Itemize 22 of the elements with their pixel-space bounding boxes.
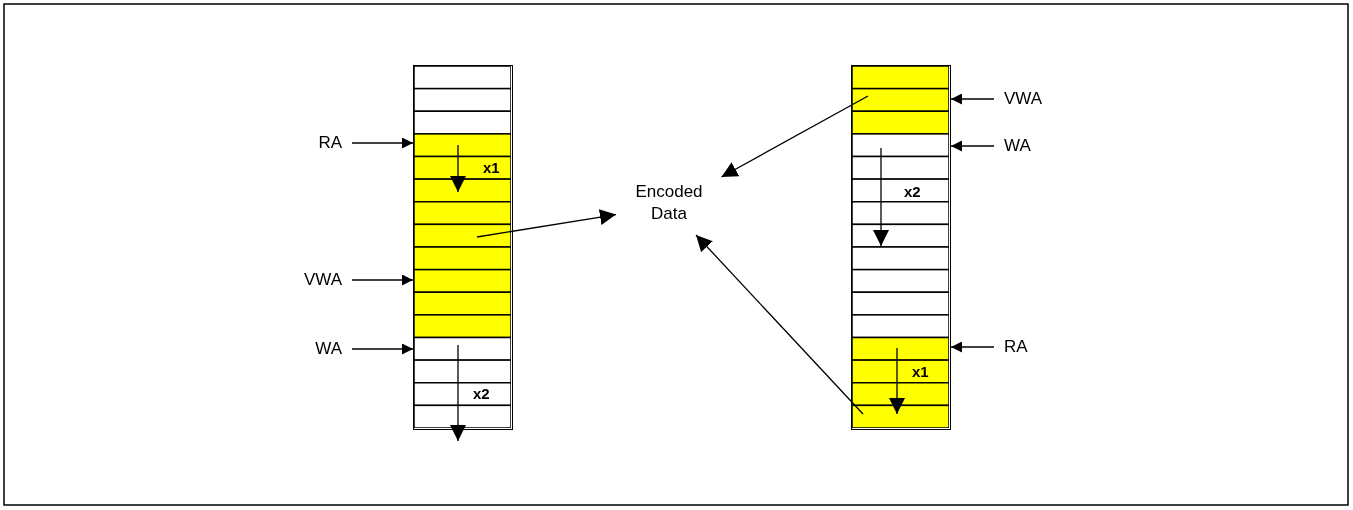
multiplier-label: x2 [473, 385, 490, 403]
arrow [720, 95, 869, 178]
pointer-label: RA [270, 132, 342, 154]
data-label: Encoded Data [624, 181, 714, 231]
pointer-label: VWA [1004, 88, 1076, 110]
arrow [351, 343, 414, 355]
arrow [476, 209, 617, 238]
multiplier-label: x1 [912, 363, 929, 381]
pointer-label: RA [1004, 336, 1076, 358]
pointer-label: WA [1004, 135, 1076, 157]
buffer-column [413, 65, 513, 430]
arrow [351, 274, 414, 286]
multiplier-label: x2 [904, 183, 921, 201]
arrow [950, 341, 995, 353]
arrow [950, 93, 995, 105]
pointer-label: VWA [270, 269, 342, 291]
pointer-label: WA [270, 338, 342, 360]
arrow [695, 234, 864, 415]
arrow [950, 140, 995, 152]
multiplier-label: x1 [483, 159, 500, 177]
buffer-column [851, 65, 951, 430]
arrow [351, 137, 414, 149]
